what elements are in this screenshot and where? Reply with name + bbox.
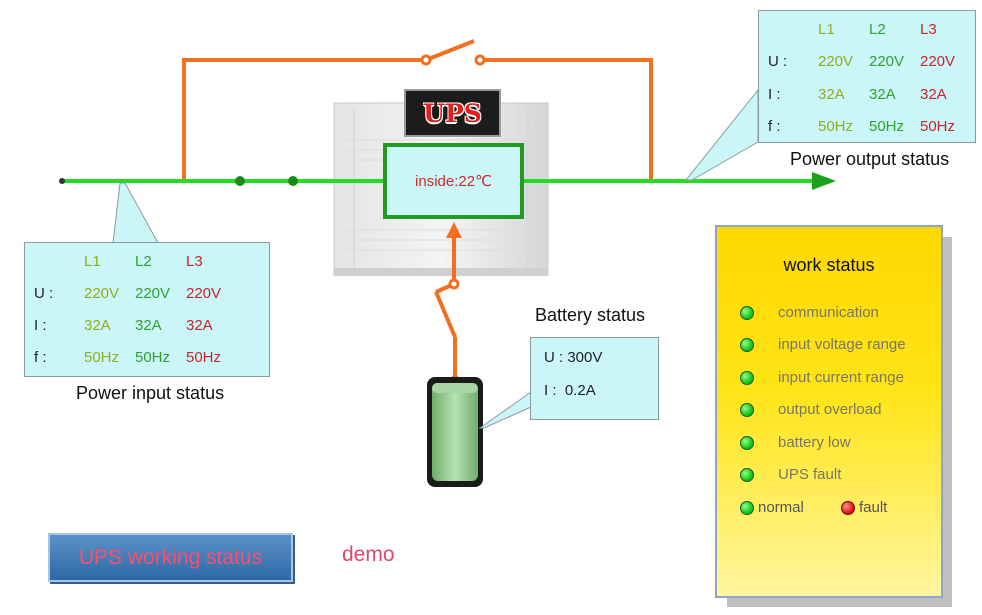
output-u-label: U :	[768, 53, 788, 70]
input-i-l2: 32A	[135, 317, 162, 334]
legend-fault-label: fault	[859, 499, 888, 516]
input-f-l3: 50Hz	[186, 349, 222, 366]
battery-status-panel: U : 300V I : 0.2A	[530, 337, 659, 420]
battery-current: I : 0.2A	[544, 382, 596, 399]
battery-cell	[427, 377, 483, 487]
output-header-l3: L3	[920, 21, 937, 38]
bypass-switch-contact-right	[474, 54, 486, 66]
input-u-l2: 220V	[135, 285, 171, 302]
input-i-label: I :	[34, 317, 47, 334]
output-u-l3: 220V	[920, 53, 956, 70]
battery-status-caption: Battery status	[535, 305, 646, 325]
output-header-l1: L1	[818, 21, 835, 38]
output-f-label: f :	[768, 118, 781, 135]
communication-indicator-icon	[740, 306, 754, 320]
battery-switch-contact	[448, 278, 460, 290]
input-f-l2: 50Hz	[135, 349, 171, 366]
output-f-l3: 50Hz	[920, 118, 956, 135]
ups-working-status-button[interactable]: UPS working status	[48, 533, 293, 582]
power-input-caption: Power input status	[76, 383, 225, 403]
status-item-output-overload: output overload	[778, 401, 882, 418]
status-item-communication: communication	[778, 304, 879, 321]
legend-normal-label: normal	[758, 499, 804, 516]
status-item-battery-low: battery low	[778, 434, 851, 451]
output-u-l2: 220V	[869, 53, 905, 70]
battery-arrow	[446, 222, 462, 238]
demo-link[interactable]: demo	[342, 543, 395, 566]
input-u-label: U :	[34, 285, 54, 302]
bypass-line	[182, 39, 653, 180]
input-f-label: f :	[34, 349, 47, 366]
output-f-l2: 50Hz	[869, 118, 905, 135]
ups-fault-indicator-icon	[740, 468, 754, 482]
main-power-line	[59, 172, 836, 190]
status-item-ups-fault: UPS fault	[778, 466, 842, 483]
battery-voltage: U : 300V	[544, 349, 603, 366]
input-u-l3: 220V	[186, 285, 222, 302]
input-u-l1: 220V	[84, 285, 120, 302]
output-i-l1: 32A	[818, 86, 845, 103]
status-item-input-voltage: input voltage range	[778, 336, 906, 353]
output-i-label: I :	[768, 86, 781, 103]
output-i-l2: 32A	[869, 86, 896, 103]
input-voltage-indicator-icon	[740, 338, 754, 352]
legend-fault-icon	[841, 501, 855, 515]
output-overload-indicator-icon	[740, 403, 754, 417]
battery-low-indicator-icon	[740, 436, 754, 450]
input-i-l1: 32A	[84, 317, 111, 334]
input-i-l3: 32A	[186, 317, 213, 334]
battery-callout-pointer	[478, 372, 532, 429]
input-current-indicator-icon	[740, 371, 754, 385]
output-callout-pointer	[684, 88, 759, 181]
output-f-l1: 50Hz	[818, 118, 854, 135]
output-header-l2: L2	[869, 21, 886, 38]
legend-normal-icon	[740, 501, 754, 515]
input-header-l1: L1	[84, 253, 101, 270]
input-header-l2: L2	[135, 253, 152, 270]
input-callout-pointer	[24, 182, 269, 244]
status-item-input-current: input current range	[778, 369, 904, 386]
power-input-panel: L1 L2 L3 U : 220V 220V 220V I : 32A 32A …	[24, 242, 270, 377]
bypass-switch-contact-left	[420, 54, 432, 66]
power-output-caption: Power output status	[790, 149, 950, 169]
ups-inside-temperature: inside:22℃	[383, 143, 524, 219]
ups-logo-text: UPS	[423, 98, 482, 128]
input-f-l1: 50Hz	[84, 349, 120, 366]
output-i-l3: 32A	[920, 86, 947, 103]
ups-logo: UPS	[404, 89, 501, 137]
power-output-panel: L1 L2 L3 U : 220V 220V 220V I : 32A 32A …	[758, 10, 976, 143]
work-status-panel: work status communication input voltage …	[715, 225, 943, 598]
input-header-l3: L3	[186, 253, 203, 270]
work-status-title: work status	[783, 255, 875, 275]
output-u-l1: 220V	[818, 53, 854, 70]
